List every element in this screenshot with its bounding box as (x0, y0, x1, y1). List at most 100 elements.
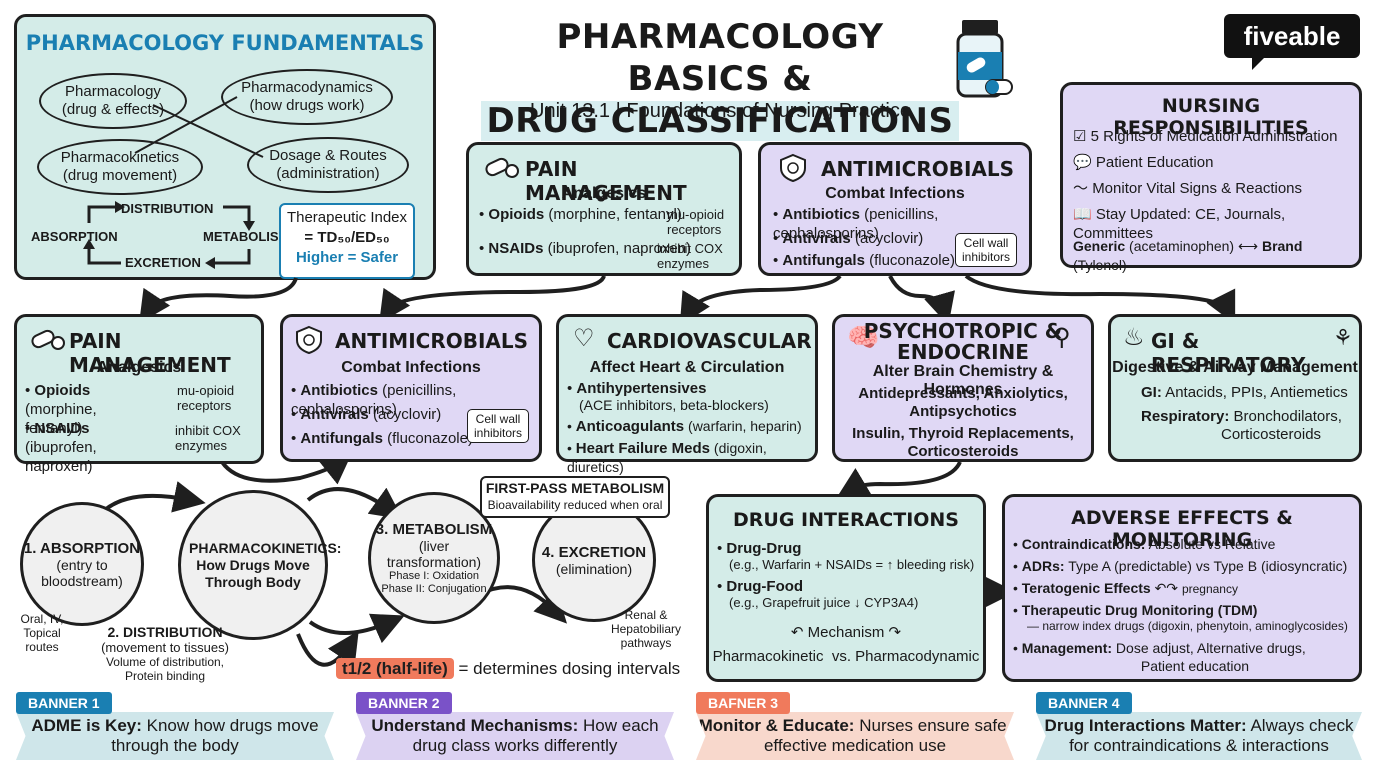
resp-label: Respiratory: (1141, 408, 1230, 425)
antibiotics-label: Antibiotics (300, 382, 378, 399)
teratogenic-note: pregnancy (1181, 582, 1238, 596)
pill-bottle-icon (952, 18, 1014, 102)
adrs: • ADRs: Type A (predictable) vs Type B (… (1013, 558, 1348, 574)
cardio-item-3: • Heart Failure Meds (digoxin, diuretics… (567, 440, 767, 475)
adverse-title: ADVERSE EFFECTS & MONITORING (1071, 507, 1293, 551)
stomach-icon: ♨ (1123, 324, 1145, 351)
psycho-lines: Antidepressants, Anxiolytics, Antipsycho… (835, 385, 1091, 461)
nursing-item-vitals: 〜 Monitor Vital Signs & Reactions (1073, 179, 1302, 198)
nursing-item-text: Monitor Vital Signs & Reactions (1092, 180, 1303, 197)
fiveable-logo[interactable]: fiveable (1224, 14, 1360, 70)
top-pain-nsaids: • NSAIDs (ibuprofen, naproxen) (479, 240, 692, 257)
nursing-item-updated: 📖 Stay Updated: CE, Journals, Committees (1073, 205, 1359, 243)
metabolism-circle: 3. METABOLISM (liver transformation) Pha… (368, 492, 500, 624)
pain-sub: Analgesics (96, 359, 182, 376)
heartbeat-icon: 〜 (1073, 180, 1089, 197)
banner-1-body: ADME is Key: Know how drugs move through… (16, 712, 334, 760)
drug-food: • Drug-Food (717, 578, 804, 595)
ti-note: Higher = Safer (295, 249, 399, 266)
management-label: Management: (1021, 640, 1113, 656)
ti-title: Therapeutic Index (286, 209, 408, 226)
psycho-line: Corticosteroids (907, 443, 1019, 460)
tdm-note: — narrow index drugs (digoxin, phenytoin… (1027, 619, 1348, 633)
resp-line-2: Corticosteroids (1221, 426, 1322, 443)
excretion-circle: 4. EXCRETION (elimination) (532, 498, 656, 622)
oval-title: Pharmacodynamics (241, 79, 373, 96)
therapeutic-index-box: Therapeutic Index = TD₅₀/ED₅₀ Higher = S… (279, 203, 415, 279)
pain-opioids-note: mu-opioid receptors (177, 383, 235, 413)
generic-brand-line: Generic (acetaminophen) ⟷ Brand (Tylenol… (1073, 237, 1359, 275)
thyroid-icon: ⚲ (1053, 324, 1071, 351)
oval-sub: (how drugs work) (249, 97, 365, 114)
antivirals-label: Antivirals (782, 230, 851, 247)
circle-sub: (liver transformation) (386, 537, 482, 570)
antifungals-label: Antifungals (300, 430, 383, 447)
cardio-title: CARDIOVASCULAR (607, 329, 812, 353)
banner-text: Know how drugs move through the body (111, 716, 319, 755)
pharmacokinetics-circle: PHARMACOKINETICS: How Drugs Move Through… (178, 490, 341, 640)
ti-formula: = TD₅₀/ED₅₀ (304, 229, 390, 246)
contraindications-label: Contraindications: (1021, 536, 1146, 552)
half-life-line: t1/2 (half-life) = determines dosing int… (336, 656, 680, 682)
nsaids-examples: (ibuprofen, naproxen) (543, 240, 692, 257)
drug-drug-example: (e.g., Warfarin + NSAIDs = ↑ bleeding ri… (729, 557, 975, 572)
cardio-item-examples: (warfarin, heparin) (684, 418, 802, 434)
management-text: Dose adjust, Alternative drugs, (1112, 640, 1306, 656)
double-arrow-icon: ⟷ (1237, 238, 1259, 254)
first-pass-box: FIRST-PASS METABOLISM Bioavailability re… (480, 476, 670, 518)
banner-2-body: Understand Mechanisms: How each drug cla… (356, 712, 674, 760)
cardio-item-2: • Anticoagulants (warfarin, heparin) (567, 418, 802, 435)
oval-sub: (drug movement) (62, 167, 178, 184)
mechanism-label: ↶ Mechanism ↷ (709, 623, 983, 642)
top-antibiotics: • Antibiotics (penicillins, cephalospori… (773, 206, 939, 242)
circle-sub: (elimination) (555, 560, 633, 577)
brain-icon: 🧠 (847, 322, 880, 352)
cycle-absorption: ABSORPTION (31, 229, 118, 244)
heart-icon: ♡ (573, 325, 595, 352)
gi-examples: Antacids, PPIs, Antiemetics (1161, 384, 1348, 401)
banner-bold: ADME is Key: (31, 716, 142, 735)
checkbox-icon: ☑ (1073, 128, 1087, 145)
antivirals: • Antivirals (acyclovir) (291, 406, 442, 423)
nursing-title: NURSING RESPONSIBILITIES (1113, 95, 1309, 139)
top-antivirals: • Antivirals (acyclovir) (773, 230, 924, 247)
teratogenic: • Teratogenic Effects ↶↷ pregnancy (1013, 580, 1238, 596)
antibiotics-examples: (penicillins, cephalosporins) (773, 206, 939, 242)
gi-line: GI: Antacids, PPIs, Antiemetics (1141, 383, 1348, 402)
tdm: • Therapeutic Drug Monitoring (TDM) (1013, 602, 1258, 618)
contraindications: • Contraindications: Absolute vs Relativ… (1013, 536, 1276, 552)
page-subtitle: Unit 13.1 | Foundations of Nursing Pract… (530, 100, 911, 122)
antivirals-label: Antivirals (300, 406, 369, 423)
nursing-panel: NURSING RESPONSIBILITIES ☑ 5 Rights of M… (1060, 82, 1362, 273)
tdm-label: Therapeutic Drug Monitoring (TDM) (1021, 602, 1258, 618)
generic-example: (acetaminophen) (1125, 238, 1235, 254)
title-line-2: DRUG CLASSIFICATIONS (480, 101, 960, 141)
virus-shield-icon (779, 153, 807, 188)
banner-4-tag: BANNER 4 (1036, 692, 1132, 714)
pill-icon (31, 329, 65, 356)
antibiotics: • Antibiotics (penicillins, cephalospori… (291, 382, 457, 418)
circle-phase: Phase I: Oxidation (389, 569, 479, 582)
absorption-note: Oral, IV, Topical routes (20, 612, 64, 654)
pain-opioids: • Opioids (morphine, fentanyl) (25, 382, 97, 437)
nursing-item-text: Patient Education (1095, 154, 1214, 171)
resp-line: Respiratory: Bronchodilators, (1141, 407, 1342, 426)
top-antimicrobials-panel: ANTIMICROBIALS Combat Infections • Antib… (758, 142, 1032, 276)
virus-shield-icon (295, 325, 323, 360)
cardio-item-label: Antihypertensives (576, 380, 707, 397)
oval-sub: (drug & effects) (61, 101, 165, 118)
distribution-title: 2. DISTRIBUTION (107, 624, 223, 640)
adrs-label: ADRs: (1021, 558, 1065, 574)
pain-title: PAIN MANAGEMENT (69, 329, 231, 377)
oval-sub: (administration) (276, 165, 380, 182)
circle-phase: Phase II: Conjugation (381, 582, 487, 595)
pain-nsaids: • NSAIDs(ibuprofen, naproxen) (25, 420, 97, 475)
nsaids-label: NSAIDs (488, 240, 544, 257)
circle-title: 1. ABSORPTION (23, 539, 141, 557)
fundamentals-title: PHARMACOLOGY FUNDAMENTALS (25, 31, 425, 55)
gi-sub: Digestive & Airway Management (1112, 359, 1358, 376)
resp-examples: Bronchodilators, (1229, 408, 1342, 425)
top-pain-opioids: • Opioids (morphine, fentanyl) (479, 206, 682, 223)
curve-arrow-right-icon: ↷ (888, 624, 902, 641)
antibiotics-label: Antibiotics (782, 206, 860, 223)
